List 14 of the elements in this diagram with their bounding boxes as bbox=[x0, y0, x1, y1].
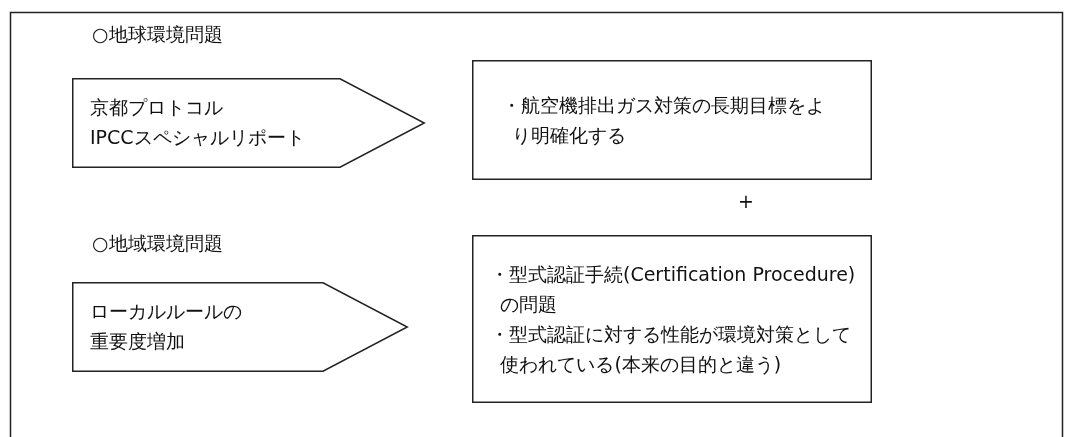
pentagon-arrow-box bbox=[72, 282, 408, 372]
section-heading: ○地球環境問題 bbox=[92, 22, 223, 47]
section-heading: ○地域環境問題 bbox=[92, 231, 223, 256]
plus-sign: + bbox=[738, 190, 754, 212]
text-box bbox=[472, 235, 872, 403]
bullet-text: ・航空機排出ガス対策の長期目標をより明確化する bbox=[502, 93, 826, 148]
box-text: ローカルルールの bbox=[90, 299, 243, 324]
text-box bbox=[472, 60, 872, 180]
pentagon-arrow-box bbox=[72, 78, 425, 168]
bullet-text: ・型式認証に対する性能が環境対策として使われている(本来の目的と違う) bbox=[490, 322, 852, 377]
bullet-text: ・型式認証手続(Certification Procedure)の問題 bbox=[490, 262, 857, 317]
box-text: 重要度増加 bbox=[90, 329, 186, 354]
box-text: 京都プロトコル bbox=[90, 95, 224, 120]
box-text: IPCCスペシャルリポート bbox=[90, 125, 306, 150]
